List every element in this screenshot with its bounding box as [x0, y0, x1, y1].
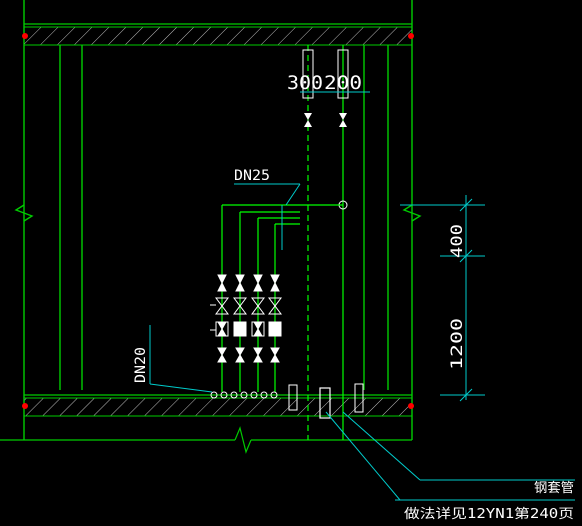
- walls: [14, 0, 422, 440]
- small-valve-icon: [217, 347, 280, 363]
- dn20-label: DN20: [133, 347, 149, 383]
- ground-line: [0, 426, 412, 454]
- top-slab: [22, 23, 414, 46]
- slab-penetrations: [210, 391, 278, 399]
- meter-icon: [215, 321, 282, 337]
- labels: 300 200 DN25 DN20 400 1200 钢套管 做法详见12YN1…: [133, 72, 574, 522]
- dim-1200-label: 1200: [447, 318, 466, 370]
- spacing-200-label: 200: [324, 72, 362, 94]
- risers: [288, 45, 364, 440]
- branch-valves: [210, 274, 282, 363]
- dim-400-label: 400: [447, 224, 466, 258]
- dn25-label: DN25: [234, 168, 270, 184]
- practice-note-label: 做法详见12YN1第240页: [404, 507, 574, 522]
- steel-sleeve-label: 钢套管: [534, 480, 574, 496]
- valve-icon: [217, 274, 280, 292]
- check-valve-icon: [215, 297, 282, 315]
- spacing-300-label: 300: [287, 72, 323, 94]
- bottom-slab: [22, 394, 414, 417]
- riser-valve-icon: [304, 113, 347, 127]
- dimensions: [149, 91, 575, 501]
